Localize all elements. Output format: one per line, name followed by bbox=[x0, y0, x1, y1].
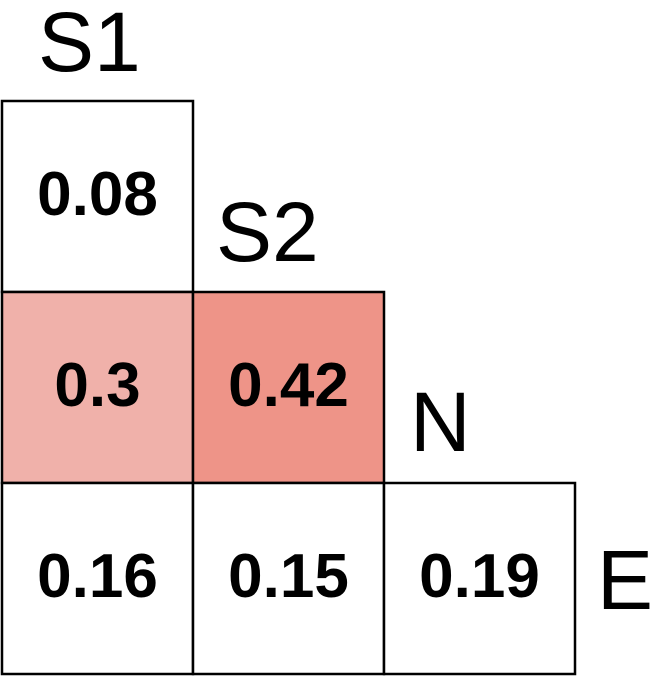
heatmap-cell-e-s1 bbox=[0, 481, 195, 676]
variable-label-e: E bbox=[597, 533, 651, 627]
heatmap-cell-value: 0.08 bbox=[37, 160, 158, 229]
heatmap-cell-value: 0.19 bbox=[419, 542, 540, 611]
heatmap-cell-value: 0.42 bbox=[228, 351, 349, 420]
heatmap-cell-value: 0.16 bbox=[37, 542, 158, 611]
variable-label-n: N bbox=[410, 375, 471, 469]
heatmap-cell-s2-s1 bbox=[0, 290, 195, 485]
heatmap-cell-e-s2 bbox=[191, 481, 386, 676]
heatmap-cells: 0.08 0.3 0.42 0.16 0.15 0.19 bbox=[0, 99, 577, 676]
variable-label-s2: S2 bbox=[216, 185, 319, 279]
heatmap-cell-e-n bbox=[382, 481, 577, 676]
heatmap-cell-value: 0.15 bbox=[228, 542, 349, 611]
variable-label-s1: S1 bbox=[38, 0, 141, 89]
heatmap-cell-s2-s2 bbox=[191, 290, 386, 485]
heatmap-cell-value: 0.3 bbox=[54, 351, 140, 420]
heatmap-cell-s1-s1 bbox=[0, 99, 195, 294]
